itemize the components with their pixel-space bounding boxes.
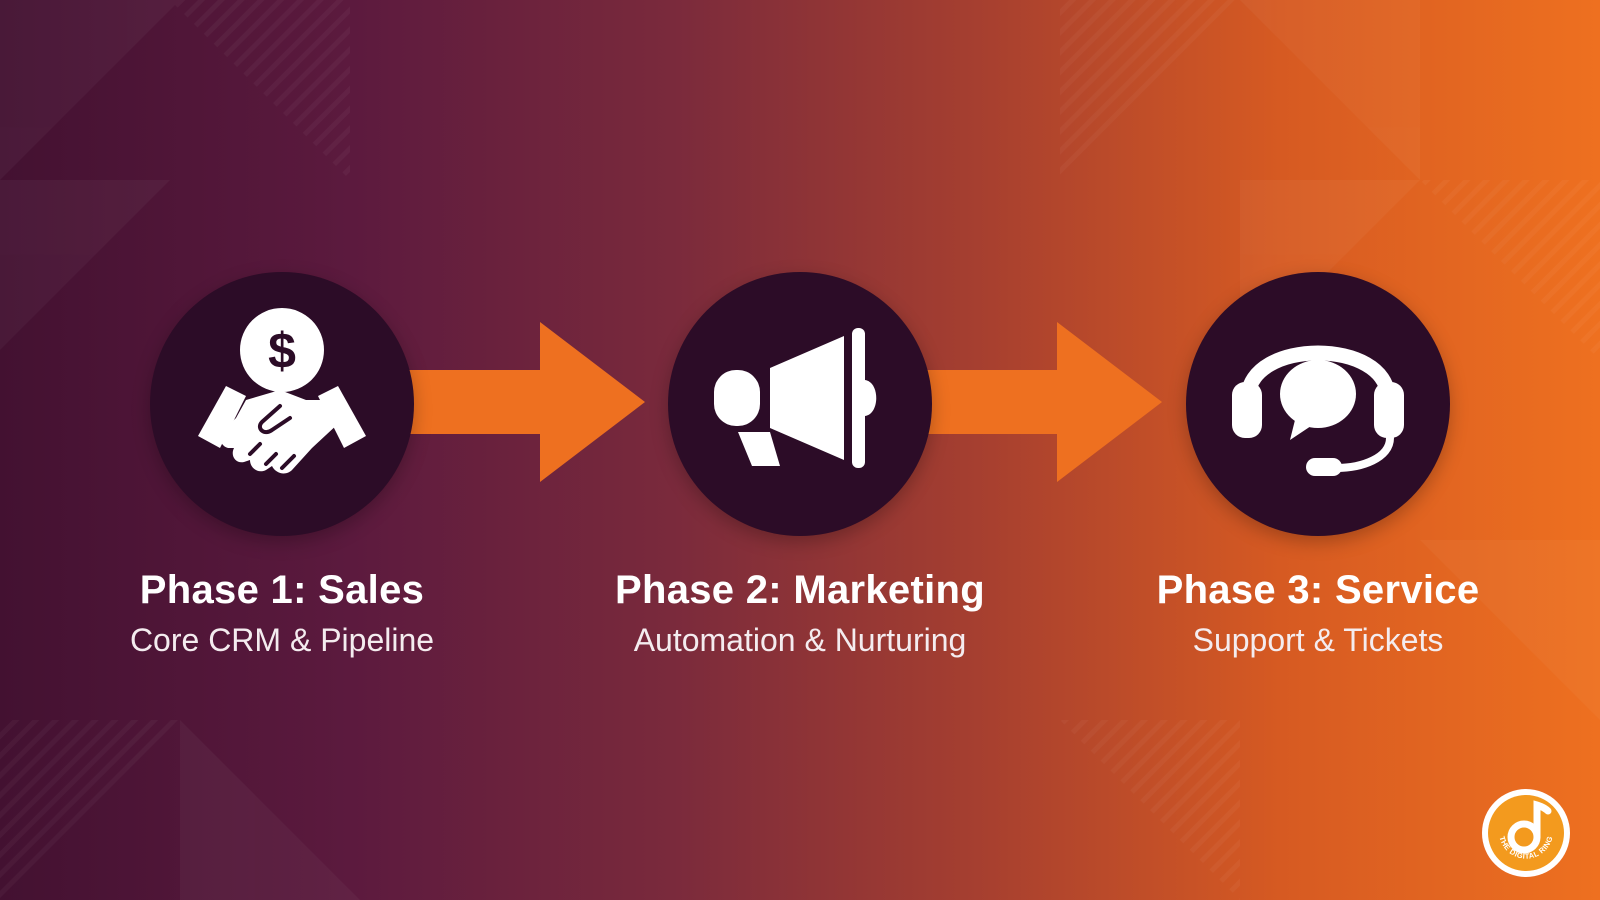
phase-1-node: $ xyxy=(150,272,414,536)
phase-3-text: Phase 3: Service Support & Tickets xyxy=(1098,566,1538,660)
arrow-shape xyxy=(405,322,645,482)
arrow-shape xyxy=(922,322,1162,482)
phase-2-node xyxy=(668,272,932,536)
phase-3-title: Phase 3: Service xyxy=(1156,568,1480,612)
handshake-dollar-icon: $ xyxy=(198,308,366,474)
arrow-right-icon xyxy=(922,322,1162,482)
headset-chat-icon xyxy=(1232,345,1404,476)
phase-1-subtitle: Core CRM & Pipeline xyxy=(129,622,435,658)
digital-ring-logo: THE DIGITAL RING xyxy=(1482,789,1570,877)
phase-3-node xyxy=(1186,272,1450,536)
svg-text:$: $ xyxy=(268,323,296,379)
phase-1-title: Phase 1: Sales xyxy=(139,568,425,612)
arrow-right-icon xyxy=(405,322,645,482)
phase-2-title: Phase 2: Marketing xyxy=(615,568,985,612)
phase-1-text: Phase 1: Sales Core CRM & Pipeline xyxy=(62,566,502,660)
phase-3-subtitle: Support & Tickets xyxy=(1192,622,1444,658)
megaphone-icon xyxy=(714,328,877,468)
phase-2-subtitle: Automation & Nurturing xyxy=(633,622,967,658)
phase-2-text: Phase 2: Marketing Automation & Nurturin… xyxy=(580,566,1020,660)
